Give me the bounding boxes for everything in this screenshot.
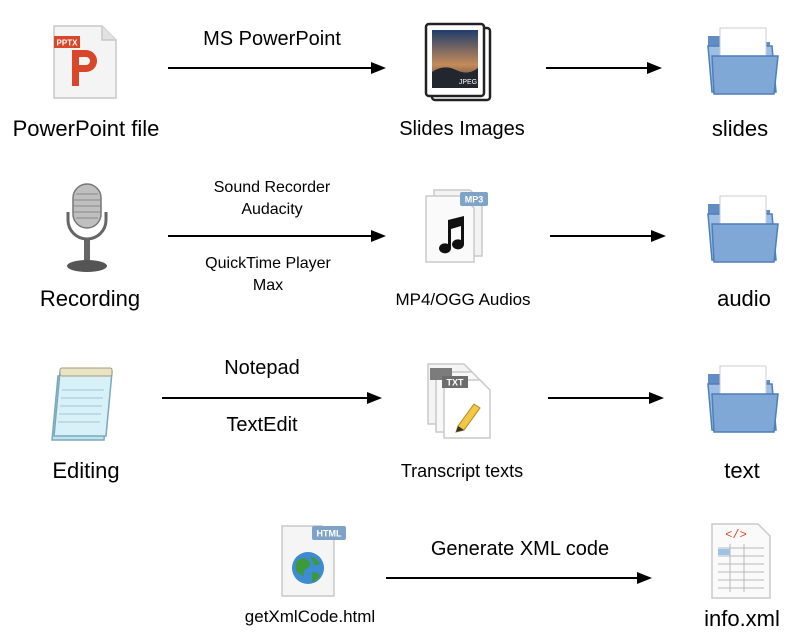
arrow-generate-xml (386, 572, 652, 584)
tool-label-quicktime-player: QuickTime Player (205, 255, 331, 272)
txt-badge: TXT (447, 378, 465, 388)
source-label-editing: Editing (52, 458, 120, 483)
target-label-audio: audio (717, 286, 771, 311)
xml-file-icon: </> (706, 520, 778, 602)
middle-label-transcript-texts: Transcript texts (400, 461, 524, 481)
target-label-info-xml: info.xml (704, 606, 780, 631)
tool-label-textedit: TextEdit (226, 414, 298, 436)
tool-label-audacity: Audacity (241, 201, 303, 218)
arrow-recording-to-audio (168, 230, 386, 242)
tool-label-max: Max (252, 277, 284, 294)
tool-label-generate-xml-code: Generate XML code (430, 538, 610, 560)
pptx-badge: PPTX (57, 39, 79, 48)
middle-label-slides-images: Slides Images (399, 118, 525, 140)
jpeg-badge: JPEG (459, 79, 477, 86)
html-file-icon: HTML (274, 522, 350, 600)
arrow-powerpoint-to-slides (168, 62, 386, 74)
mp3-audio-icon: MP3 (420, 186, 498, 268)
source-label-powerpoint: PowerPoint file (12, 116, 160, 141)
notepad-icon (44, 366, 122, 446)
folder-icon (700, 184, 784, 268)
jpeg-image-icon: JPEG (420, 20, 496, 104)
tool-label-ms-powerpoint: MS PowerPoint (203, 28, 341, 50)
arrow-audios-to-folder (550, 230, 666, 242)
microphone-icon (58, 182, 116, 274)
arrow-slides-images-to-folder (546, 62, 662, 74)
folder-icon (700, 354, 784, 438)
source-label-getxmlcode: getXmlCode.html (244, 607, 376, 626)
middle-label-mp4-ogg-audios: MP4/OGG Audios (395, 290, 531, 309)
source-label-recording: Recording (39, 286, 141, 311)
tool-label-sound-recorder: Sound Recorder (213, 179, 331, 196)
pptx-file-icon: PPTX (44, 22, 126, 102)
mp3-badge: MP3 (465, 195, 484, 205)
html-badge: HTML (317, 529, 342, 539)
tool-label-notepad: Notepad (224, 357, 300, 379)
target-label-text: text (724, 458, 760, 483)
txt-file-icon: TXT (424, 360, 498, 440)
folder-icon (700, 16, 784, 100)
arrow-texts-to-folder (548, 392, 664, 404)
target-label-slides: slides (711, 116, 769, 141)
xml-badge: </> (725, 528, 747, 542)
arrow-editing-to-text (162, 392, 382, 404)
